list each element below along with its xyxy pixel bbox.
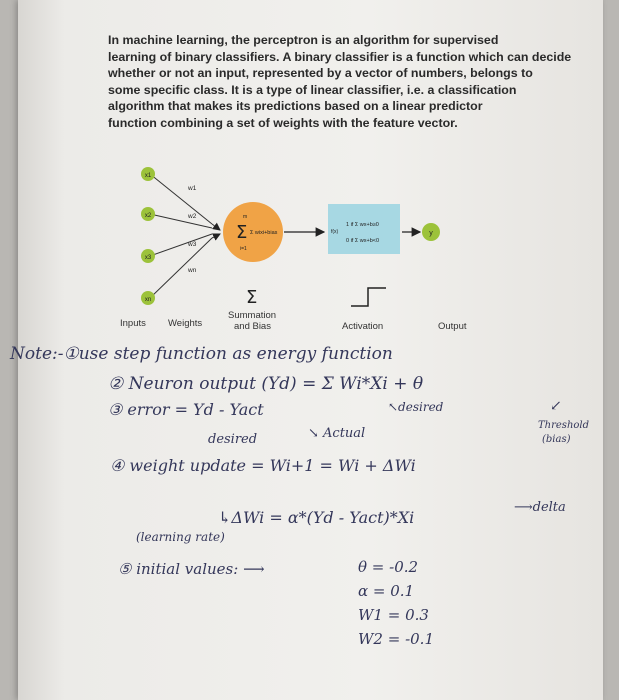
input-label: x3 (145, 255, 152, 261)
sum-limit-upper: m (243, 214, 247, 220)
note-neuron-output: ② Neuron output (Yd) = Σ Wi*Xi + θ (108, 374, 424, 394)
note-actual: ↘ Actual (308, 426, 366, 441)
note-alpha: α = 0.1 (358, 582, 415, 600)
input-node (141, 167, 155, 181)
sum-symbol: Σ (236, 222, 247, 243)
weight-label: w2 (187, 213, 197, 220)
perceptron-paragraph: In machine learning, the perceptron is a… (108, 32, 578, 132)
notebook-page: In machine learning, the perceptron is a… (10, 0, 603, 700)
input-node (141, 207, 155, 221)
activation-box (328, 204, 400, 254)
output-node (422, 223, 440, 241)
note-w2: W2 = -0.1 (358, 630, 434, 648)
caption-activation: Activation (342, 321, 384, 332)
note-threshold-arrow: ↙ (550, 398, 562, 414)
note-delta: ⟶delta (514, 500, 566, 515)
input-label: xn (145, 297, 151, 303)
paragraph-line: In machine learning, the perceptron is a… (108, 33, 499, 47)
weight-label: wn (187, 267, 197, 274)
sum-limit-lower: i=1 (240, 246, 247, 252)
step-function-icon (351, 287, 386, 307)
weight-line (149, 173, 213, 225)
perceptron-diagram: x1 x2 x3 xn w1 w2 w3 wn m Σ Σ wixi+bias … (141, 167, 440, 308)
caption-and-bias: and Bias (234, 321, 271, 332)
note-weight-update: ④ weight update = Wi+1 = Wi + ΔWi (110, 456, 416, 475)
note-error: ③ error = Yd - Yact (108, 400, 264, 419)
input-label: x2 (145, 213, 152, 219)
caption-inputs: Inputs (120, 318, 146, 329)
summation-node (223, 202, 283, 262)
weight-label: w1 (187, 185, 197, 192)
input-node (141, 249, 155, 263)
output-node-label: y (429, 230, 433, 237)
note-threshold: Threshold (538, 420, 590, 431)
input-label: x1 (145, 173, 152, 179)
weight-line (149, 213, 213, 229)
note-initial-values: ⑤ initial values: ⟶ (118, 560, 265, 578)
note-theta: θ = -0.2 (358, 558, 419, 576)
activation-case: 0 if Σ wx+b<0 (346, 238, 379, 244)
sum-expression: Σ wixi+bias (250, 230, 278, 236)
activation-fx: f(x) (331, 229, 339, 235)
caption-output: Output (438, 321, 467, 332)
paragraph-line: algorithm that makes its predictions bas… (108, 99, 483, 114)
note-delta-equation: ↳ΔWi = α*(Yd - Yact)*Xi (218, 508, 415, 527)
weight-label: w3 (187, 241, 197, 248)
paragraph-line: whether or not an input, represented by … (108, 66, 533, 81)
paragraph-line: function combining a set of weights with… (108, 115, 458, 130)
summation-caption-symbol: Σ (246, 287, 257, 308)
note-bias: (bias) (542, 434, 571, 445)
paragraph-line: learning of binary classifiers. A binary… (108, 49, 572, 64)
note-w1: W1 = 0.3 (358, 606, 429, 624)
caption-summation: Summation (228, 310, 277, 321)
weight-line (149, 233, 213, 257)
note-desired-arrow: ↖desired (388, 400, 444, 414)
note-learning-rate: (learning rate) (136, 530, 225, 544)
caption-weights: Weights (168, 318, 203, 329)
input-node (141, 291, 155, 305)
note-step-function: Note:-①use step function as energy funct… (10, 344, 393, 364)
activation-case: 1 if Σ wx+b≥0 (346, 222, 379, 228)
weight-line (149, 237, 213, 299)
paragraph-line: some specific class. It is a type of lin… (108, 82, 517, 97)
note-desired: desired (208, 432, 258, 447)
